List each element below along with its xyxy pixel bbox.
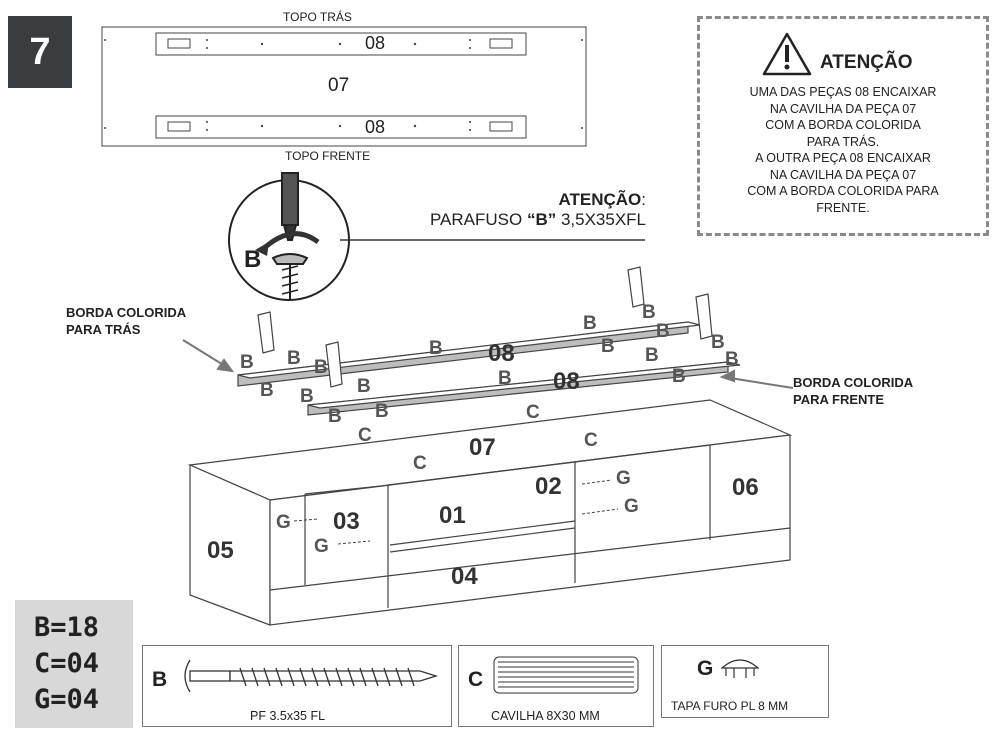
b-marker: B bbox=[300, 386, 314, 407]
b-marker: B bbox=[601, 336, 615, 357]
screw-note-prefix: PARAFUSO bbox=[429, 210, 527, 229]
rail-back bbox=[237, 321, 701, 387]
c-marker: C bbox=[413, 453, 427, 474]
b-marker: B bbox=[260, 380, 274, 401]
hardware-g-letter: G bbox=[697, 657, 714, 680]
top-back-label: TOPO TRÁS bbox=[283, 10, 352, 24]
b-marker: B bbox=[672, 366, 686, 387]
g-marker: G bbox=[276, 512, 291, 533]
cap-g-icon bbox=[720, 659, 760, 678]
hardware-g-box bbox=[661, 645, 829, 718]
quantity-box bbox=[15, 600, 133, 728]
b-marker: B bbox=[328, 406, 342, 427]
screw-b-icon bbox=[184, 659, 439, 693]
warning-box bbox=[697, 16, 989, 236]
warning-title: ATENÇÃO bbox=[820, 52, 913, 73]
warning-line: NA CAVILHA DA PEÇA 07 bbox=[769, 101, 917, 116]
edge-front-line1: BORDA COLORIDA bbox=[793, 375, 914, 390]
b-marker: B bbox=[642, 302, 656, 323]
screwdriver-detail-icon bbox=[228, 172, 350, 301]
qty-b: B=18 bbox=[34, 612, 100, 643]
g-marker: G bbox=[314, 536, 329, 557]
hardware-b-letter: B bbox=[152, 668, 168, 691]
g-marker: G bbox=[616, 468, 631, 489]
b-marker: B bbox=[645, 345, 659, 366]
edge-back-line2: PARA TRÁS bbox=[66, 322, 141, 337]
b-marker: B bbox=[498, 368, 512, 389]
warning-line: PARA TRÁS. bbox=[806, 134, 880, 149]
part-05-label: 05 bbox=[207, 537, 234, 564]
qty-c: C=04 bbox=[34, 648, 100, 679]
warning-line: UMA DAS PEÇAS 08 ENCAIXAR bbox=[749, 85, 937, 99]
part-07-label: 07 bbox=[469, 434, 496, 461]
c-marker: C bbox=[526, 402, 540, 423]
edge-arrows bbox=[182, 339, 794, 389]
rail-front-number: 08 bbox=[553, 368, 580, 395]
edge-back-line1: BORDA COLORIDA bbox=[66, 305, 187, 320]
part-04-label: 04 bbox=[451, 563, 478, 590]
warning-triangle-icon bbox=[762, 32, 812, 76]
warning-line: FRENTE. bbox=[816, 200, 870, 215]
b-marker: B bbox=[314, 357, 328, 378]
part-06-label: 06 bbox=[732, 474, 759, 501]
part-03-label: 03 bbox=[333, 508, 360, 535]
b-marker: B bbox=[725, 349, 739, 370]
legs bbox=[257, 266, 713, 388]
screw-note-colon: : bbox=[641, 190, 646, 209]
hardware-c-caption: CAVILHA 8X30 MM bbox=[491, 709, 600, 723]
part-02-label: 02 bbox=[535, 473, 562, 500]
dowel-c-icon bbox=[493, 656, 639, 694]
c-marker: C bbox=[584, 430, 598, 451]
screwdriver-b-label: B bbox=[244, 246, 262, 273]
screw-note-screw: “B” bbox=[526, 210, 557, 229]
cabinet bbox=[187, 399, 793, 626]
b-marker: B bbox=[240, 352, 254, 373]
b-marker: B bbox=[583, 313, 597, 334]
part-01-label: 01 bbox=[439, 502, 466, 529]
hardware-c-letter: C bbox=[468, 668, 484, 691]
g-marker: G bbox=[624, 496, 639, 517]
warning-line: COM A BORDA COLORIDA bbox=[765, 118, 921, 132]
rail-front bbox=[307, 361, 741, 416]
warning-line: COM A BORDA COLORIDA PARA bbox=[747, 184, 939, 198]
screw-note-title: ATENÇÃO bbox=[558, 190, 642, 209]
b-marker: B bbox=[375, 401, 389, 422]
c-marker: C bbox=[358, 425, 372, 446]
b-marker: B bbox=[429, 338, 443, 359]
hardware-g-caption: TAPA FURO PL 8 MM bbox=[671, 699, 789, 713]
b-marker: B bbox=[656, 321, 670, 342]
top-panel-number: 07 bbox=[328, 75, 350, 96]
warning-text: UMA DAS PEÇAS 08 ENCAIXAR NA CAVILHA DA … bbox=[700, 84, 986, 216]
warning-line: NA CAVILHA DA PEÇA 07 bbox=[769, 167, 917, 182]
warning-line: A OUTRA PEÇA 08 ENCAIXAR bbox=[755, 151, 931, 165]
edge-front-line2: PARA FRENTE bbox=[793, 392, 884, 407]
top-strip-back-number: 08 bbox=[365, 33, 386, 53]
hardware-b-box bbox=[142, 645, 452, 727]
qty-g: G=04 bbox=[34, 684, 100, 715]
top-strip-front-number: 08 bbox=[365, 117, 386, 137]
b-marker: B bbox=[711, 332, 725, 353]
g-plug-guides bbox=[293, 479, 619, 545]
screw-note-spec: 3,5X35XFL bbox=[556, 210, 646, 229]
screw-note: ATENÇÃO: PARAFUSO “B” 3,5X35XFL bbox=[390, 190, 646, 230]
top-front-label: TOPO FRENTE bbox=[285, 149, 371, 163]
rail-back-number: 08 bbox=[488, 340, 515, 367]
hardware-b-caption: PF 3.5x35 FL bbox=[250, 709, 326, 723]
b-marker: B bbox=[357, 376, 371, 397]
b-marker: B bbox=[287, 348, 301, 369]
hardware-c-box bbox=[458, 645, 654, 727]
step-number: 7 bbox=[8, 16, 72, 88]
top-view-panel bbox=[101, 26, 587, 147]
